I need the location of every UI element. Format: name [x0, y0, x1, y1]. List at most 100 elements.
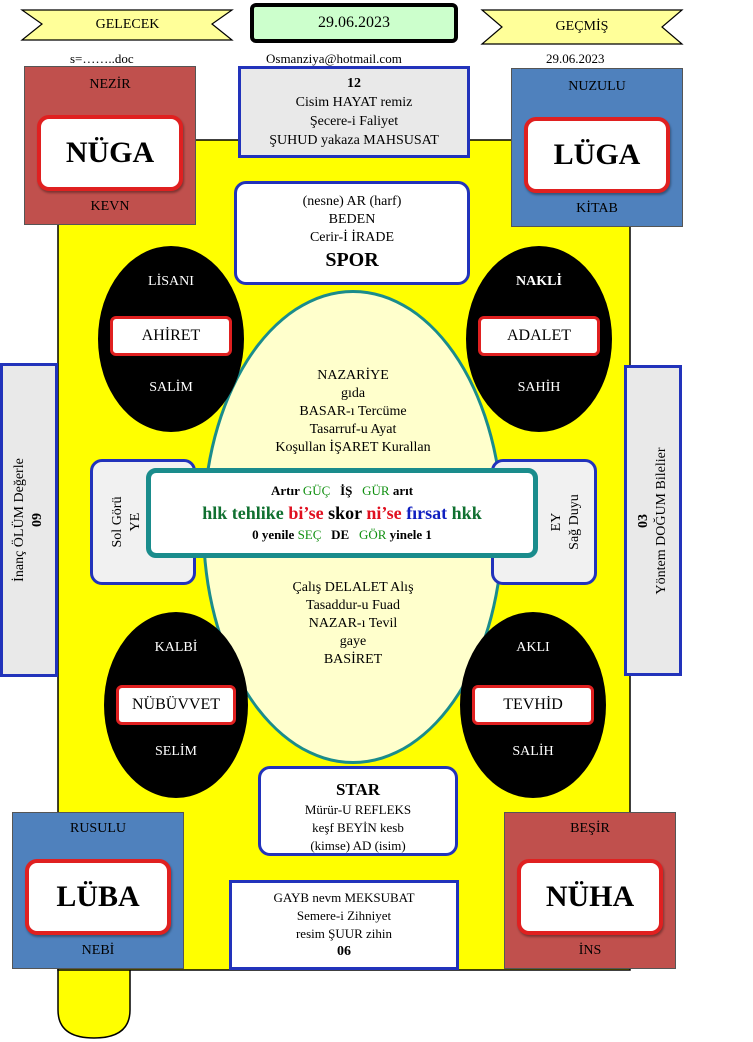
star-box: STAR Mürür-U REFLEKS keşf BEYİN kesb (ki… [258, 766, 458, 856]
file-note: s=……..doc [70, 51, 134, 66]
spor-title: SPOR [325, 249, 379, 271]
right-banner-shape [480, 9, 684, 45]
oval-line: BASİRET [323, 652, 383, 667]
gecmis-banner: GEÇMİŞ [500, 10, 664, 44]
star-line: keşf BEYİN kesb [312, 820, 404, 835]
top-box-number: 12 [347, 76, 361, 91]
left-side-line: İnanç ÖLÜM Değerle [12, 458, 27, 582]
spor-box: (nesne) AR (harf) BEDEN Cerir-İ İRADE SP… [234, 181, 470, 285]
oval-upper-text: NAZARİYE gıda BASAR-ı Tercüme Tasarruf-u… [205, 367, 501, 457]
spor-line: (nesne) AR (harf) [302, 194, 402, 209]
left-banner-shape [20, 9, 234, 41]
motto-line-3: 0 yenile SEÇ DE GÖR yinele 1 [252, 525, 432, 545]
ellipse-bottom-label: SALİM [149, 380, 193, 395]
corner-luba: RUSULU LÜBA NEBİ [12, 812, 184, 969]
motto-line-1: Artır GÜÇ İŞ GÜR arıt [271, 481, 413, 501]
ellipse-top-label: NAKLİ [516, 274, 562, 289]
right-date: 29.06.2023 [546, 51, 605, 66]
bottom-box-line: GAYB nevm MEKSUBAT [273, 890, 415, 905]
right-side-panel: 03 Yöntem DOĞUM Bilelier [624, 365, 682, 676]
spor-line: Cerir-İ İRADE [309, 230, 395, 245]
left-side-text: İnanç ÖLÜM Değerle 09 [11, 458, 47, 582]
ellipse-top-label: KALBİ [154, 640, 198, 655]
gelecek-label: GELECEK [95, 17, 160, 32]
right-side-text: 03 Yöntem DOĞUM Bilelier [635, 447, 671, 594]
oval-line: NAZAR-ı Tevil [308, 616, 398, 631]
sag-duyu-text: EY Sağ Duyu [548, 494, 584, 550]
right-side-line: Yöntem DOĞUM Bilelier [654, 447, 669, 594]
top-box-line: Şecere-i Faliyet [309, 114, 399, 129]
oval-line: Çalış DELALET Alış [292, 580, 414, 595]
sag-duyu-line: EY [549, 512, 564, 532]
gelecek-banner: GELECEK [40, 10, 215, 40]
corner-top-label: RUSULU [69, 821, 126, 836]
date-text: 29.06.2023 [318, 14, 390, 31]
ellipse-tevhid: AKLI TEVHİD SALİH [460, 612, 606, 798]
bottom-info-box: GAYB nevm MEKSUBAT Semere-i Zihniyet res… [229, 880, 459, 970]
star-line: Mürür-U REFLEKS [304, 802, 412, 817]
corner-word: NÜHA [517, 859, 663, 935]
motto-word: GÖR [358, 527, 387, 542]
ellipse-word: NÜBÜVVET [116, 685, 236, 725]
corner-luga: NUZULU LÜGA KİTAB [511, 68, 683, 227]
corner-word: LÜGA [524, 117, 670, 193]
left-side-panel: İnanç ÖLÜM Değerle 09 [0, 363, 58, 677]
top-box-line: ŞUHUD yakaza MAHSUSAT [269, 133, 439, 148]
ellipse-nubuvvet: KALBİ NÜBÜVVET SELİM [104, 612, 248, 798]
sol-goru-text: Sol Görü YE [109, 497, 145, 548]
motto-word: hlk tehlike [202, 503, 284, 523]
corner-bottom-label: İNS [578, 943, 602, 958]
motto-word: arıt [392, 483, 414, 498]
sag-duyu-line: Sağ Duyu [567, 494, 582, 550]
center-motto-box: Artır GÜÇ İŞ GÜR arıt hlk tehlike bi’se … [146, 468, 538, 558]
corner-nuha: BEŞİR NÜHA İNS [504, 812, 676, 969]
corner-nuga: NEZİR NÜGA KEVN [24, 66, 196, 225]
motto-word: skor [328, 503, 362, 523]
ellipse-adalet: NAKLİ ADALET SAHİH [466, 246, 612, 432]
top-box-line: Cisim HAYAT remiz [295, 95, 413, 110]
spor-line: BEDEN [328, 212, 376, 227]
oval-line: Koşullan İŞARET Kurallan [275, 440, 431, 455]
ellipse-ahiret: LİSANI AHİRET SALİM [98, 246, 244, 432]
corner-bottom-label: KİTAB [576, 201, 618, 216]
oval-line: NAZARİYE [317, 368, 389, 383]
sol-goru-line: Sol Görü [110, 496, 125, 548]
corner-top-label: BEŞİR [570, 821, 610, 836]
left-side-number: 09 [30, 513, 45, 527]
top-info-box: 12 Cisim HAYAT remiz Şecere-i Faliyet ŞU… [238, 66, 470, 158]
ellipse-bottom-label: SAHİH [517, 380, 561, 395]
date-box: 29.06.2023 [250, 3, 458, 43]
bottom-box-number: 06 [337, 944, 351, 959]
motto-line-2: hlk tehlike bi’se skor ni’se fırsat hkk [202, 501, 481, 525]
ellipse-top-label: AKLI [516, 640, 550, 655]
sol-goru-line: YE [128, 512, 143, 532]
ellipse-bottom-label: SELİM [155, 744, 197, 759]
ellipse-word: ADALET [478, 316, 600, 356]
oval-lower-text: Çalış DELALET Alış Tasaddur-u Fuad NAZAR… [205, 579, 501, 669]
motto-word: ni’se [366, 503, 402, 523]
motto-word: yinele 1 [389, 527, 432, 542]
motto-word: DE [331, 527, 350, 542]
motto-word: İŞ [340, 483, 353, 498]
oval-line: BASAR-ı Tercüme [299, 404, 407, 419]
motto-word: GÜÇ [302, 483, 331, 498]
motto-word: hkk [451, 503, 482, 523]
ellipse-bottom-label: SALİH [512, 744, 554, 759]
email-text: Osmanziya@hotmail.com [266, 51, 402, 66]
motto-word: GÜR [362, 483, 390, 498]
oval-line: gıda [340, 386, 366, 401]
corner-word: NÜGA [37, 115, 183, 191]
bottom-box-line: Semere-i Zihniyet [296, 908, 392, 923]
ellipse-top-label: LİSANI [148, 274, 194, 289]
corner-top-label: NUZULU [568, 79, 626, 94]
corner-word: LÜBA [25, 859, 171, 935]
motto-word: fırsat [406, 503, 448, 523]
ellipse-word: AHİRET [110, 316, 232, 356]
corner-bottom-label: KEVN [90, 199, 130, 214]
bottom-box-line: resim ŞUUR zihin [295, 926, 393, 941]
yellow-tail [57, 959, 131, 1039]
corner-bottom-label: NEBİ [81, 943, 115, 958]
oval-line: Tasaddur-u Fuad [306, 598, 400, 613]
ellipse-word: TEVHİD [472, 685, 594, 725]
motto-word: SEÇ [297, 527, 322, 542]
